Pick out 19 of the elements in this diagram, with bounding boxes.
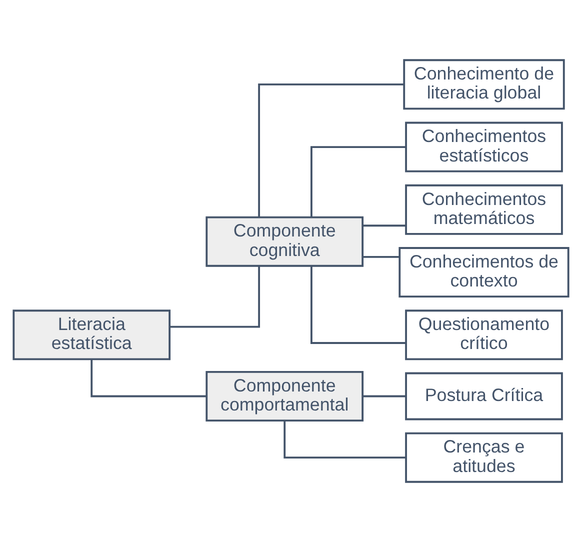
connector (170, 266, 260, 328)
node-box: Literacia estatística (12, 310, 171, 360)
connector (90, 360, 206, 398)
connector (310, 146, 406, 218)
node-box: Conhecimento de literacia global (403, 59, 565, 110)
node-box: Questionamento crítico (405, 310, 563, 360)
node-box: Conhecimentos de contexto (398, 247, 570, 298)
node-box: Conhecimentos matemáticos (405, 184, 563, 235)
connector (362, 256, 400, 258)
node-box: Componente cognitiva (206, 216, 364, 267)
node-box: Crenças e atitudes (405, 432, 563, 483)
node-box: Conhecimentos estatísticos (405, 122, 563, 172)
node-box: Componente comportamental (206, 371, 364, 422)
connector (362, 395, 406, 398)
node-box: Postura Crítica (405, 372, 563, 420)
connector (310, 266, 406, 344)
connector (258, 83, 404, 218)
connector (362, 224, 406, 227)
connector (284, 420, 406, 459)
